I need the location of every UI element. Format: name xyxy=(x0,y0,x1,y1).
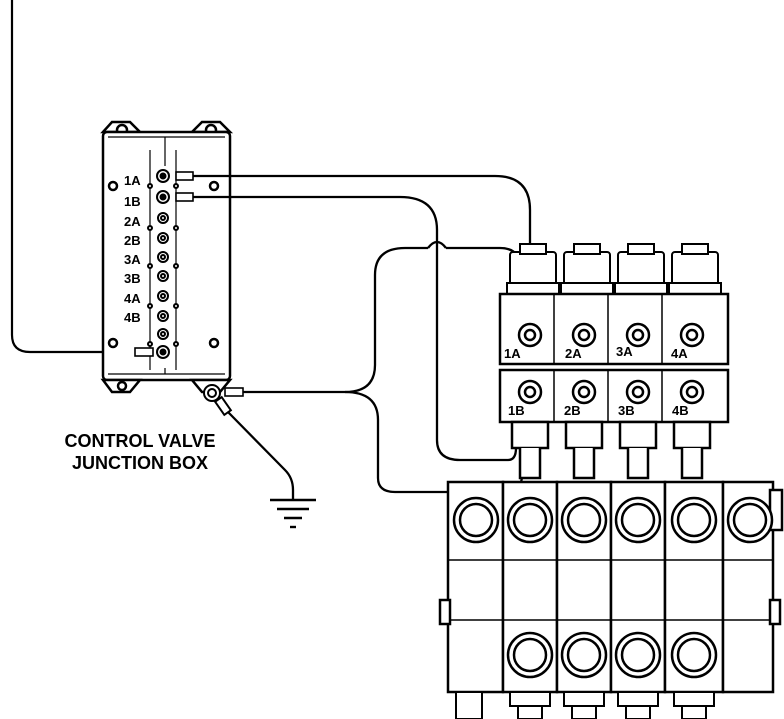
terminal-label: 1A xyxy=(124,173,141,188)
terminal-label: 3A xyxy=(124,252,141,267)
solenoid-label: 2A xyxy=(565,346,582,361)
bottom-fittings xyxy=(455,691,715,719)
caption-line-2: JUNCTION BOX xyxy=(71,453,208,473)
caption-line-1: CONTROL VALVE xyxy=(64,431,216,451)
solenoid-label: 3A xyxy=(616,344,633,359)
upper-coils xyxy=(506,243,722,296)
wire-harness xyxy=(193,174,532,500)
valve-body xyxy=(438,480,784,694)
solenoid-label: 1B xyxy=(508,403,525,418)
terminal-label: 3B xyxy=(124,271,141,286)
solenoid-label: 4A xyxy=(671,346,688,361)
terminal-label: 4B xyxy=(124,310,141,325)
junction-box-caption: CONTROL VALVE JUNCTION BOX xyxy=(20,430,260,474)
terminal-label: 1B xyxy=(124,194,141,209)
ground-symbol-icon xyxy=(270,498,316,529)
wire-lugs xyxy=(134,171,244,397)
solenoid-label: 3B xyxy=(618,403,635,418)
terminal-labels: 1A 1B 2A 2B 3A 3B 4A 4B xyxy=(124,173,141,325)
lower-solenoid-block xyxy=(498,368,730,480)
power-wire xyxy=(10,0,135,354)
solenoid-label: 4B xyxy=(672,403,689,418)
terminal-label: 2A xyxy=(124,214,141,229)
valve-labels: 1A 2A 3A 4A 1B 2B 3B 4B xyxy=(504,344,689,418)
terminal-label: 4A xyxy=(124,291,141,306)
terminal-label: 2B xyxy=(124,233,141,248)
upper-solenoid-block xyxy=(498,292,730,366)
solenoid-label: 1A xyxy=(504,346,521,361)
solenoid-label: 2B xyxy=(564,403,581,418)
terminal-studs xyxy=(147,169,179,359)
